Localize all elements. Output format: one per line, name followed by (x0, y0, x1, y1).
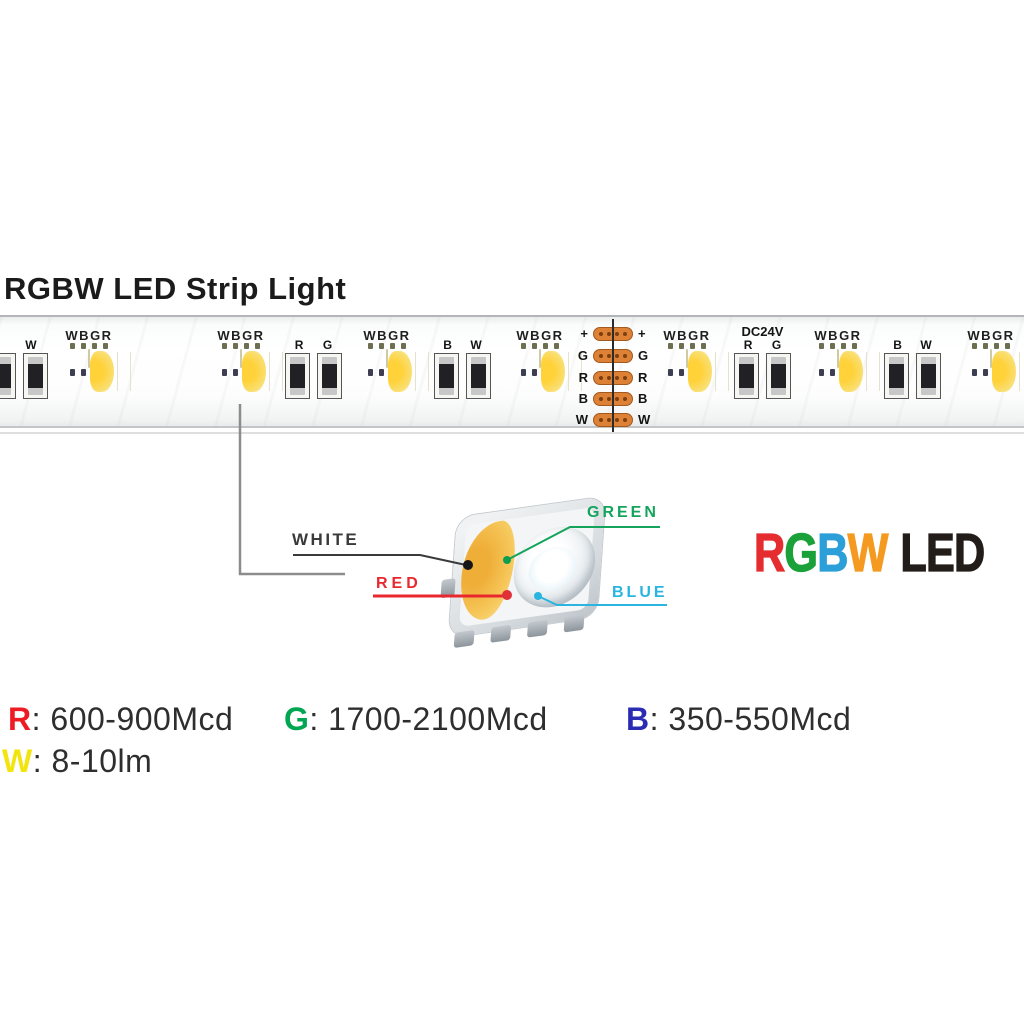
chip-label: WBGR (363, 328, 411, 343)
led-chip-5050: WBGR (964, 328, 1020, 392)
strip-sheen (0, 317, 1024, 426)
resistor (884, 353, 909, 399)
resistor-label: G (771, 338, 782, 352)
cut-point-pads: + + G G R R B B W W (570, 319, 656, 432)
chip-leg (490, 624, 512, 643)
chip-body (88, 349, 131, 392)
chip-label: WBGR (814, 328, 862, 343)
cut-line (612, 319, 614, 432)
chip-label: WBGR (663, 328, 711, 343)
spec-value: : 600-900Mcd (31, 701, 234, 737)
spec-white: W: 8-10lm (2, 743, 152, 780)
chip-body (990, 349, 1020, 392)
logo-letter-r: R (753, 522, 785, 583)
spec-value: : 350-550Mcd (649, 701, 852, 737)
spec-blue: B: 350-550Mcd (626, 701, 851, 738)
resistor (0, 353, 16, 399)
strip-shadow-line (0, 432, 1024, 434)
spec-red: R: 600-900Mcd (8, 701, 233, 738)
resistor-label: W (25, 338, 37, 352)
resistor-pair-rg: R G (285, 339, 342, 399)
led-chip-5050: WBGR (811, 328, 880, 392)
resistor (434, 353, 459, 399)
pad-label-left: R (578, 370, 588, 385)
chip-package (440, 496, 606, 648)
pad-row-w: W W (570, 412, 656, 428)
chip-body (539, 349, 582, 392)
red-callout-label: RED (376, 575, 422, 592)
logo-led-text: LED (900, 522, 986, 583)
spec-key: R (8, 701, 32, 737)
resistor-label: W (920, 338, 932, 352)
resistor-label: B (893, 338, 902, 352)
logo-letter-g: G (784, 522, 819, 583)
logo-letter-b: B (817, 522, 849, 583)
led-chip-5050: WBGR (513, 328, 582, 392)
green-callout-label: GREEN (587, 504, 659, 521)
chip-body (386, 349, 429, 392)
led-chip-diagram (438, 496, 638, 663)
pad-label-right: + (638, 326, 646, 341)
led-chip-5050: WBGR (360, 328, 429, 392)
spec-value: : 1700-2100Mcd (309, 701, 548, 737)
logo-letter-w: W (847, 522, 889, 583)
blue-callout-label: BLUE (612, 584, 668, 601)
pad-label-left: + (580, 326, 588, 341)
chip-pins-top (811, 343, 865, 350)
resistor (734, 353, 759, 399)
chip-pins-top (660, 343, 714, 350)
chip-pins-top (513, 343, 567, 350)
resistor-label: G (322, 338, 333, 352)
chip-label: WBGR (65, 328, 113, 343)
spec-value: : 8-10lm (32, 743, 153, 779)
chip-body (837, 349, 880, 392)
chip-leg (453, 629, 475, 648)
resistor-label: R (294, 338, 304, 352)
spec-key: W (2, 743, 33, 779)
pad-label-left: G (577, 348, 588, 363)
pad-label-right: B (638, 391, 648, 406)
chip-label: WBGR (217, 328, 265, 343)
resistor (466, 353, 491, 399)
resistor (23, 353, 48, 399)
chip-body (240, 349, 283, 392)
chip-pins-top (214, 343, 268, 350)
pad-label-left: B (578, 391, 588, 406)
chip-pins-top (360, 343, 414, 350)
pad-label-right: R (638, 370, 648, 385)
page-title: RGBW LED Strip Light (4, 271, 347, 306)
chip-label: WBGR (967, 328, 1015, 343)
resistor-label: R (743, 338, 753, 352)
led-strip: W WBGR WBGR WBGR WBGR (0, 315, 1024, 432)
chip-leg (526, 619, 548, 638)
chip-label: WBGR (516, 328, 564, 343)
dc24v-label: DC24V (741, 324, 784, 339)
resistor-pair-bw: B W (434, 339, 491, 399)
spec-key: B (626, 701, 650, 737)
pad-label-right: G (638, 348, 649, 363)
resistor-pair-bw: B W (884, 339, 941, 399)
spec-key: G (284, 701, 310, 737)
led-chip-5050: WBGR (62, 328, 131, 392)
led-chip-5050: WBGR (660, 328, 729, 392)
resistor-label: W (470, 338, 482, 352)
chip-leg (440, 578, 456, 599)
spec-green: G: 1700-2100Mcd (284, 701, 548, 738)
chip-pins-top (964, 343, 1018, 350)
resistor (285, 353, 310, 399)
chip-body (686, 349, 729, 392)
resistor (916, 353, 941, 399)
pad-label-right: W (638, 412, 651, 427)
resistor-label: B (443, 338, 452, 352)
white-callout-label: WHITE (292, 530, 360, 549)
chip-pins-top (62, 343, 116, 350)
resistor-pair-edge: W (0, 339, 48, 399)
pad-label-left: W (575, 412, 588, 427)
chip-leg (563, 614, 585, 633)
resistor (766, 353, 791, 399)
resistor (317, 353, 342, 399)
led-chip-5050: WBGR (214, 328, 283, 392)
resistor-pair-dc24v: DC24V R G (734, 325, 791, 399)
